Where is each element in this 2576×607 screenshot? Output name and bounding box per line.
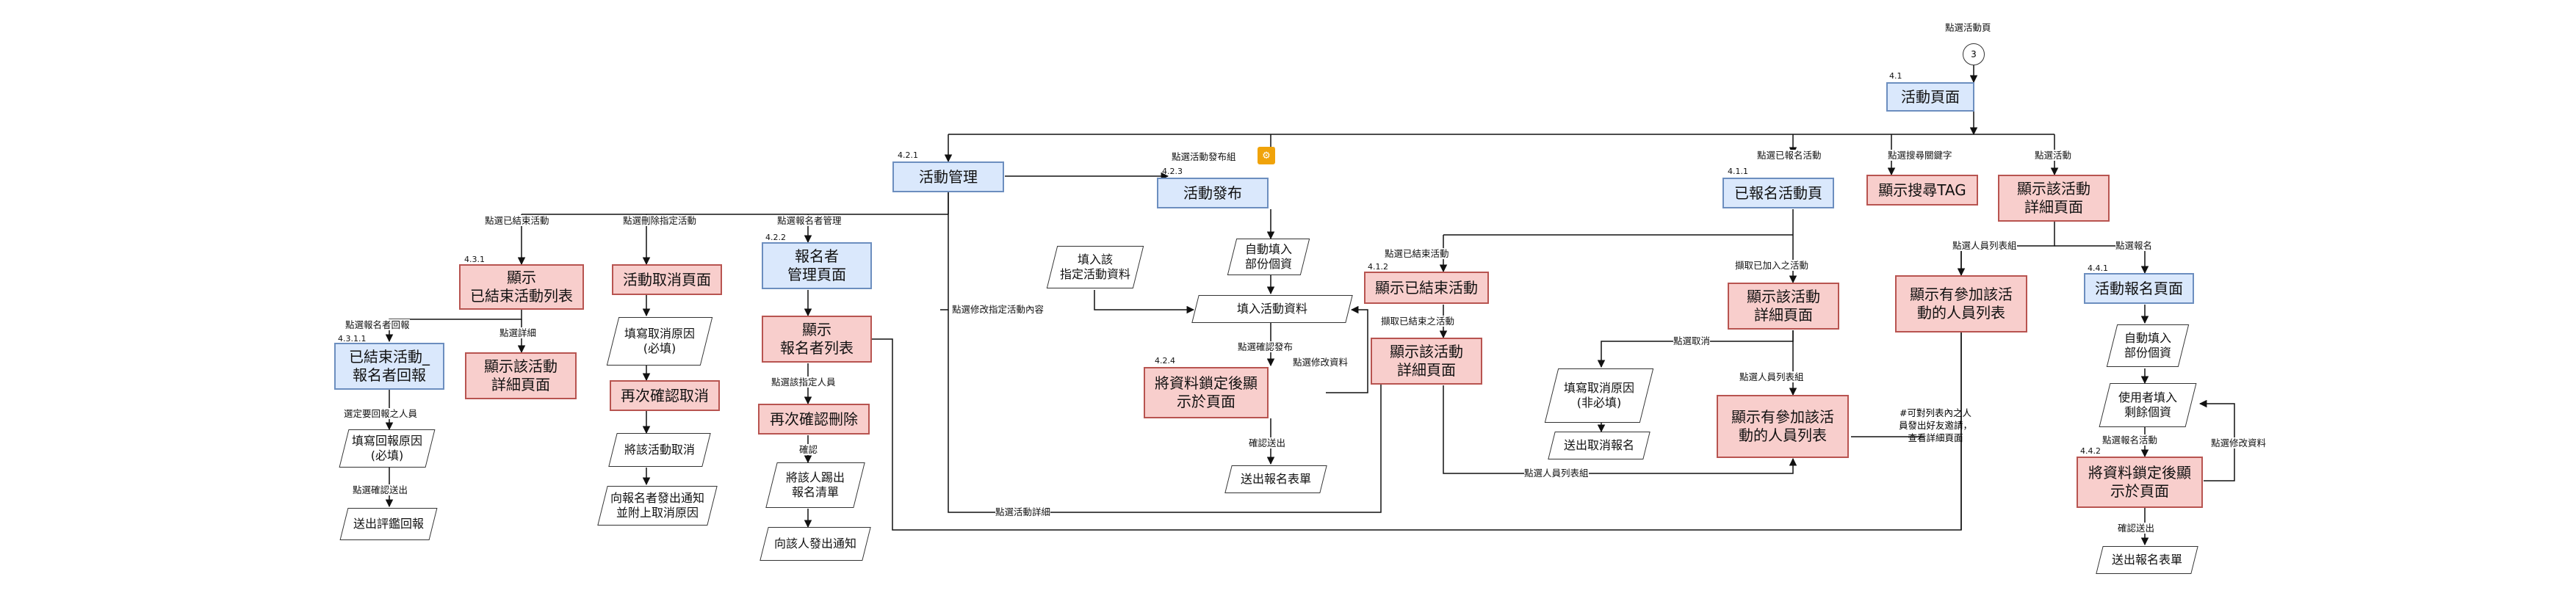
cancel-activity-node[interactable]: 將該活動取消 — [613, 433, 707, 467]
search-tag-node[interactable]: 顯示搜尋TAG — [1866, 175, 1978, 206]
step-number: 4.2.1 — [898, 150, 918, 160]
auto-fill-node[interactable]: 自動填入 部份個資 — [1232, 239, 1305, 275]
lock-publish-node[interactable]: 將資料鎖定後顯 示於頁面 — [1144, 367, 1269, 418]
edge-label: 點選報名者管理 — [777, 215, 842, 226]
edge-label: 點選確認發布 — [1238, 341, 1294, 352]
step-number: 4.4.2 — [2080, 446, 2101, 456]
edge-label: 點選搜尋關鍵字 — [1888, 150, 1952, 161]
edge-label: 點選報名活動 — [2102, 435, 2158, 446]
edge-label: 選定要回報之人員 — [344, 408, 418, 419]
activity-management-node[interactable]: 活動管理 — [892, 161, 1004, 192]
edge-label: 確認送出 — [2118, 523, 2155, 534]
notify-registrants-node[interactable]: 向報名者發出通知 並附上取消原因 — [602, 486, 712, 526]
edge-label: 點選已結束活動 — [1385, 248, 1449, 259]
edge-label: 點選取消 — [1673, 335, 1711, 346]
entry-label: 點選活動頁 — [1945, 22, 1991, 33]
page-connector: 3 — [1963, 43, 1985, 65]
edge-label: 點選刪除指定活動 — [623, 215, 697, 226]
step-number: 4.2.4 — [1155, 356, 1175, 366]
edge-label: 點選修改資料 — [1293, 357, 1349, 368]
edge-label: 確認 — [799, 444, 818, 455]
edge-label: 點選確認送出 — [353, 484, 408, 495]
auto-fill2-node[interactable]: 自動填入 部份個資 — [2112, 324, 2184, 367]
fill-activity-node[interactable]: 填入活動資料 — [1195, 295, 1349, 323]
edge-label: 確認送出 — [1249, 437, 1286, 448]
ended-detail-node[interactable]: 顯示該活動 詳細頁面 — [465, 352, 577, 399]
ended-detail2-node[interactable]: 顯示該活動 詳細頁面 — [1371, 338, 1482, 385]
cancel-reason-optional-node[interactable]: 填寫取消原因 (非必填) — [1551, 368, 1647, 423]
step-number: 4.1 — [1889, 71, 1902, 81]
confirm-delete-node[interactable]: 再次確認刪除 — [758, 404, 870, 435]
step-number: 4.3.1 — [464, 255, 485, 264]
ended-list-node[interactable]: 顯示 已結束活動列表 — [459, 264, 584, 310]
edge-label: 點選活動詳細 — [995, 506, 1051, 517]
activity-signup-page-node[interactable]: 活動報名頁面 — [2084, 273, 2194, 304]
cancel-reason-required-node[interactable]: 填寫取消原因 (必填) — [613, 317, 707, 366]
ended-activity-reply-node[interactable]: 已結束活動_ 報名者回報 — [334, 343, 444, 390]
activity-page-node[interactable]: 活動頁面 — [1886, 82, 1974, 112]
edge-label: 點選修改資料 — [2211, 437, 2267, 448]
edge-label: 點選報名者回報 — [345, 319, 410, 330]
edge-label: 點選已結束活動 — [485, 215, 549, 226]
reply-reason-node[interactable]: 填寫回報原因 (必填) — [344, 429, 430, 468]
user-fill-node[interactable]: 使用者填入 剩餘個資 — [2104, 383, 2191, 427]
send-form-signup-node[interactable]: 送出報名表單 — [2099, 546, 2195, 574]
edge-label: 點選修改指定活動內容 — [952, 304, 1045, 315]
participants-annotation: #可對列表內之人 員發出好友邀請， 查看詳細頁面 — [1898, 407, 1972, 443]
fill-designated-node[interactable]: 填入該 指定活動資料 — [1052, 246, 1139, 288]
step-number: 4.3.1.1 — [338, 334, 367, 344]
edge-label: 點選報名 — [2115, 240, 2153, 251]
edge-label: 點選人員列表組 — [1739, 371, 1804, 382]
edge-label: 點選已報名活動 — [1757, 150, 1822, 161]
edge-label: 擷取已加入之活動 — [1735, 260, 1809, 271]
registrant-list-node[interactable]: 顯示 報名者列表 — [762, 316, 872, 363]
step-number: 4.1.2 — [1368, 262, 1388, 272]
step-number: 4.2.3 — [1162, 167, 1183, 176]
edge-label: 點選人員列表組 — [1524, 468, 1589, 479]
edge-label: 點選活動發布組 — [1172, 151, 1236, 162]
participants-right-node[interactable]: 顯示有參加該活 動的人員列表 — [1895, 275, 2027, 332]
notify-person-node[interactable]: 向該人發出通知 — [764, 527, 867, 561]
cancel-page-node[interactable]: 活動取消頁面 — [612, 264, 722, 295]
edge-label: 點選該指定人員 — [771, 377, 836, 388]
edge-label: 點選人員列表組 — [1952, 240, 2017, 251]
show-ended-node[interactable]: 顯示已結束活動 — [1364, 272, 1489, 304]
step-number: 4.1.1 — [1728, 167, 1748, 176]
send-form-publish-node[interactable]: 送出報名表單 — [1228, 465, 1324, 493]
send-review-node[interactable]: 送出評鑑回報 — [344, 508, 433, 540]
lock-signup-node[interactable]: 將資料鎖定後顯 示於頁面 — [2077, 457, 2203, 508]
edge-label: 點選活動 — [2035, 150, 2072, 161]
edge-label: 擷取已結束之活動 — [1381, 316, 1455, 327]
gear-icon: ⚙ — [1258, 147, 1275, 164]
activity-publish-node[interactable]: 活動發布 — [1157, 178, 1269, 208]
registrant-management-node[interactable]: 報名者 管理頁面 — [762, 242, 872, 289]
send-cancel-node[interactable]: 送出取消報名 — [1551, 432, 1647, 459]
step-number: 4.4.1 — [2088, 263, 2108, 273]
step-number: 4.2.2 — [765, 233, 786, 242]
remove-person-node[interactable]: 將該人踢出 報名清單 — [771, 462, 859, 508]
participants-mid-node[interactable]: 顯示有參加該活 動的人員列表 — [1717, 395, 1849, 458]
activity-detail-node[interactable]: 顯示該活動 詳細頁面 — [1998, 175, 2110, 222]
registered-activities-node[interactable]: 已報名活動頁 — [1722, 178, 1834, 208]
confirm-cancel-node[interactable]: 再次確認取消 — [610, 380, 720, 411]
joined-detail-node[interactable]: 顯示該活動 詳細頁面 — [1728, 283, 1839, 330]
edge-label: 點選詳細 — [499, 327, 537, 338]
